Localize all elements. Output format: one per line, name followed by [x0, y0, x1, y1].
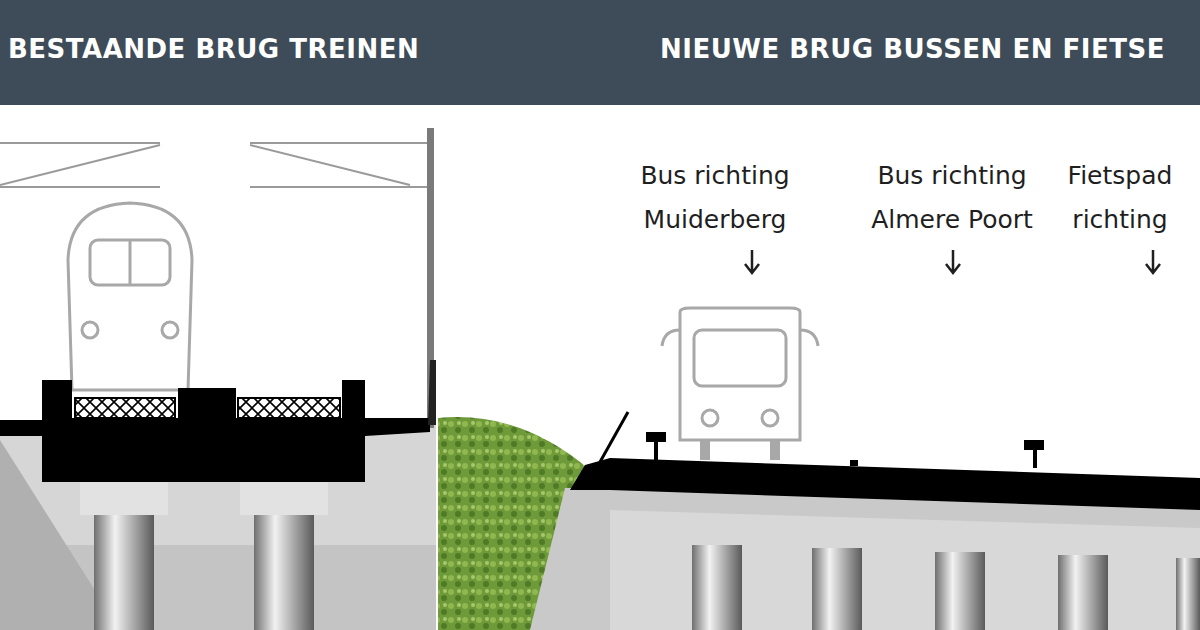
existing-rail-bridge	[0, 128, 436, 630]
lane-label: Fietspad richting	[1045, 154, 1195, 242]
new-bus-bike-bridge	[438, 250, 1200, 630]
lane-label: Bus richting Muiderberg	[605, 154, 825, 242]
panel-heading: BESTAANDE BRUG TREINEN	[8, 34, 419, 64]
panel-heading: NIEUWE BRUG BUSSEN EN FIETSE	[660, 34, 1165, 64]
pointer-arrow	[745, 250, 1160, 273]
lane-label: Bus richting Almere Poort	[832, 154, 1072, 242]
header-band	[0, 0, 1200, 105]
